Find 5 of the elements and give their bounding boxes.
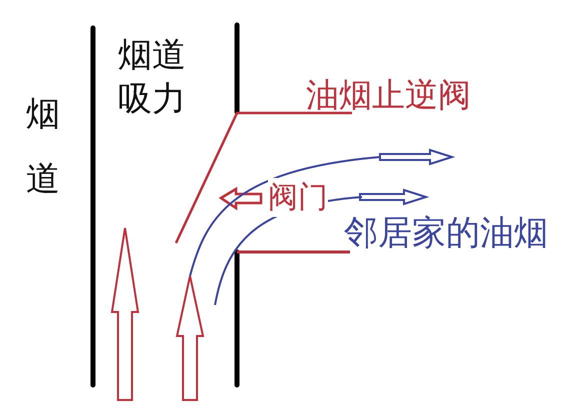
text-label: 邻居家的油烟 — [344, 212, 549, 255]
text-label: 阀门 — [268, 178, 328, 217]
text-label: 油烟止逆阀 — [306, 74, 472, 116]
vertical-label: 烟道 — [26, 93, 61, 201]
text-label: 烟道吸力 — [118, 34, 187, 122]
